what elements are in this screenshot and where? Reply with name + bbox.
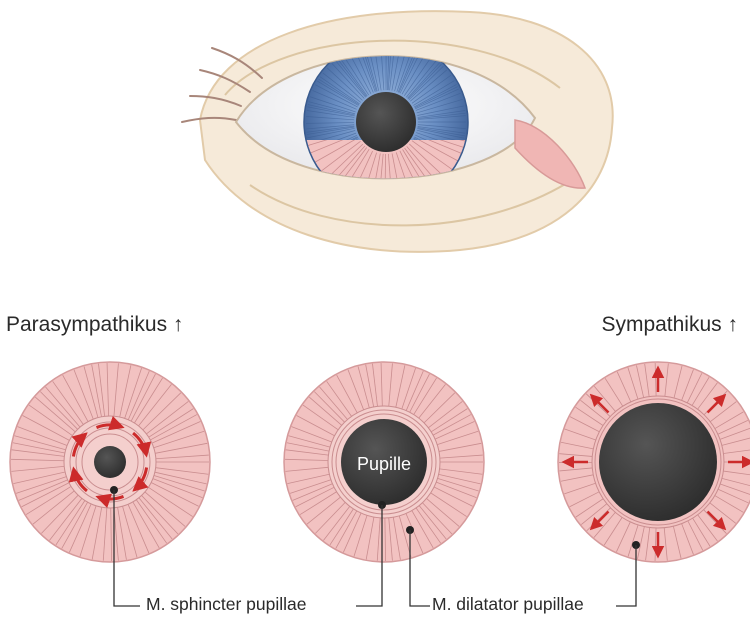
parasympathikus-label: Parasympathikus ↑ — [6, 313, 183, 337]
pupil-large — [599, 403, 717, 521]
sympathikus-label: Sympathikus ↑ — [601, 313, 738, 337]
iris-dilated — [558, 362, 750, 562]
dilatator-label: M. dilatator pupillae — [432, 594, 584, 615]
iris-constricted — [10, 362, 210, 562]
pupille-label: Pupille — [357, 454, 411, 474]
pupil-small — [94, 446, 126, 478]
pupil — [356, 92, 416, 152]
sphincter-label: M. sphincter pupillae — [146, 594, 307, 615]
eye-illustration — [182, 11, 613, 252]
iris-normal: Pupille — [284, 362, 484, 562]
